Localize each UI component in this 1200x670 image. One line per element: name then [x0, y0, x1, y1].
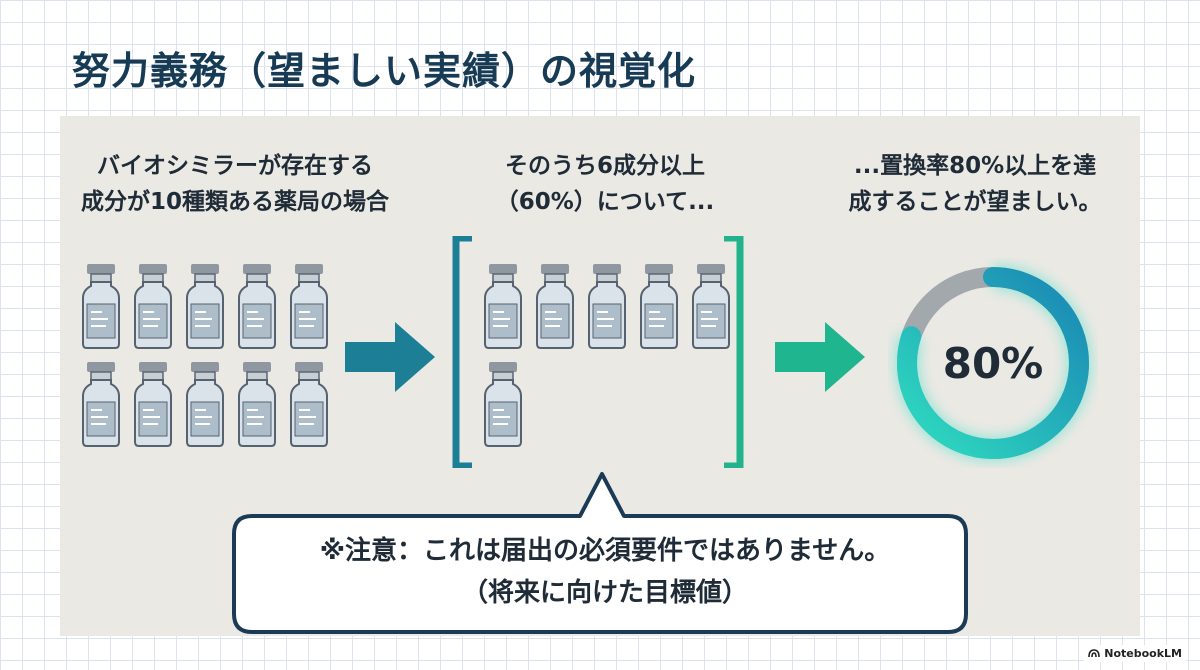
arrow-right-icon [775, 322, 865, 392]
vial-icon [638, 262, 680, 354]
donut-value-arc [897, 267, 1089, 459]
note-callout-box [232, 472, 968, 634]
selected-components-vials [482, 262, 732, 452]
vial-icon [132, 360, 174, 452]
vial-icon [80, 360, 122, 452]
step3-heading: ...置換率80%以上を達 成することが望ましい。 [848, 153, 1102, 215]
vial-icon [184, 360, 226, 452]
replacement-rate-label: 80% [942, 338, 1044, 388]
vial-icon [236, 262, 278, 354]
vial-icon [586, 262, 628, 354]
step2-heading: そのうち6成分以上 （60%）について... [495, 153, 715, 215]
vial-icon [690, 262, 732, 354]
all-components-vials [80, 262, 330, 452]
vial-icon [482, 360, 524, 452]
brand-badge: NotebookLM [1084, 645, 1186, 662]
note-text: ※注意：これは届出の必須要件ではありません。 （将来に向けた目標値） [319, 536, 891, 608]
page-title: 努力義務（望ましい実績）の視覚化 [72, 49, 697, 93]
vial-icon [132, 262, 174, 354]
vial-icon [288, 360, 330, 452]
arrow-right-icon [345, 322, 435, 392]
vial-icon [184, 262, 226, 354]
vial-icon [288, 262, 330, 354]
vial-icon [534, 262, 576, 354]
replacement-rate-donut [894, 264, 1092, 462]
notebooklm-logo-icon [1088, 649, 1101, 658]
vial-icon [482, 262, 524, 354]
left-bracket [452, 236, 472, 468]
brand-label: NotebookLM [1104, 647, 1182, 660]
right-bracket [724, 236, 744, 468]
vial-icon [80, 262, 122, 354]
step1-heading: バイオシミラーが存在する 成分が10種類ある薬局の場合 [80, 153, 389, 215]
vial-icon [236, 360, 278, 452]
